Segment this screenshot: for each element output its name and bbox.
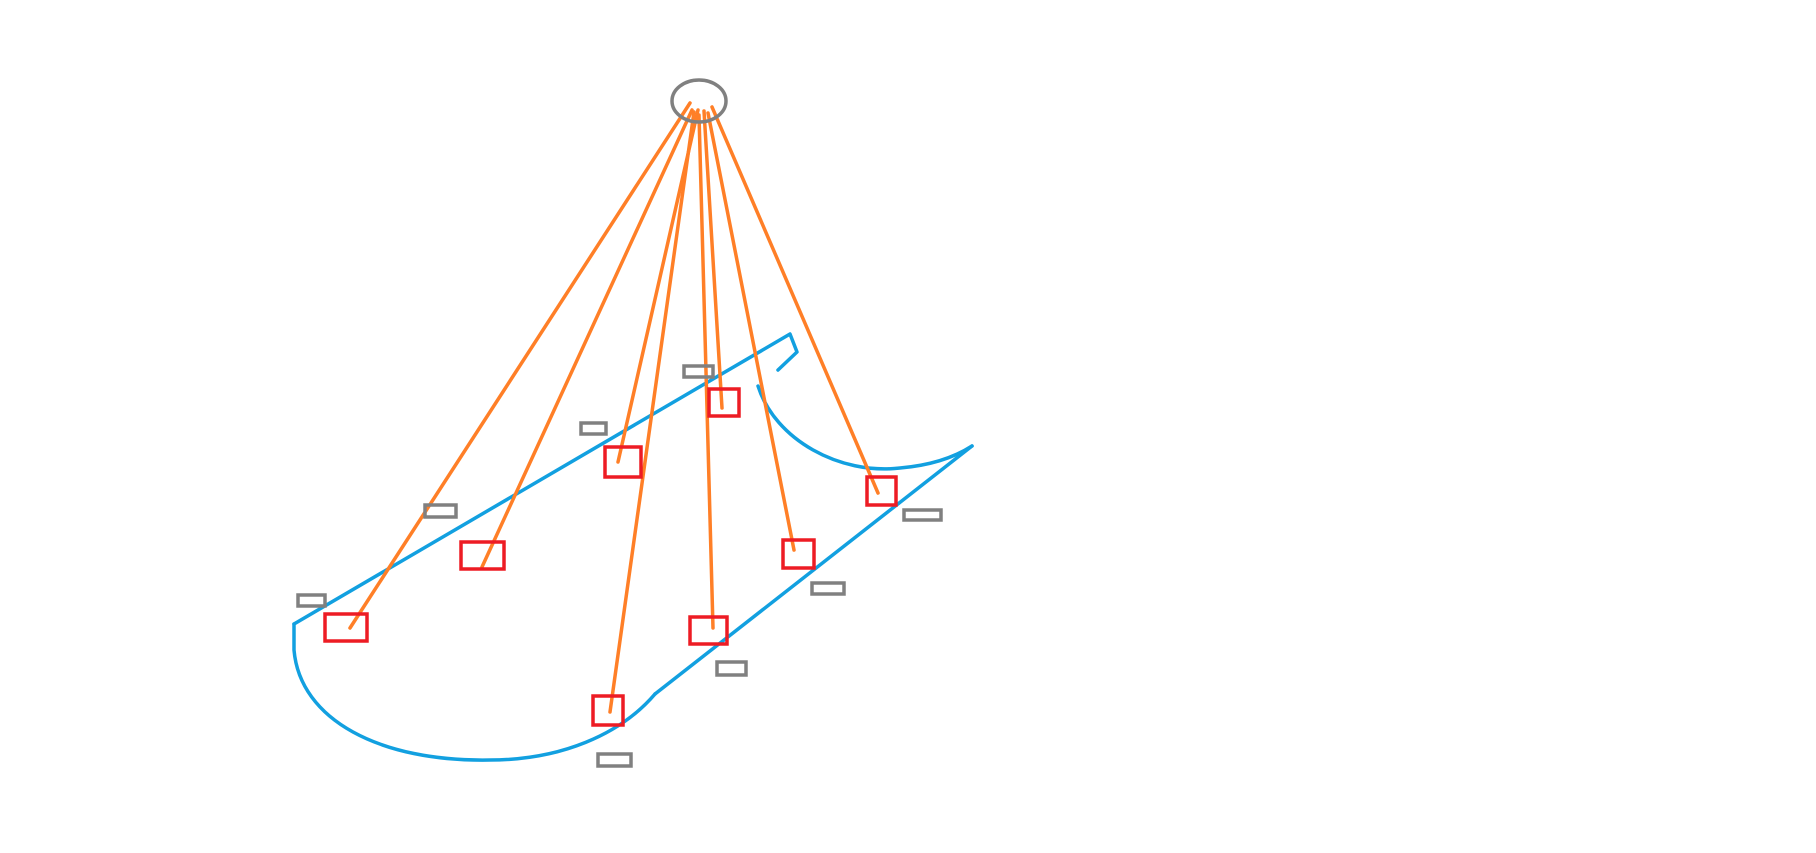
outline-main-top-edge bbox=[292, 332, 799, 626]
link-group bbox=[348, 101, 880, 714]
label-tag-box bbox=[715, 660, 748, 677]
hub-link-line bbox=[702, 109, 724, 410]
hub-ellipse bbox=[670, 78, 728, 124]
hub-link-line bbox=[706, 111, 796, 552]
label-tag-box bbox=[579, 421, 608, 436]
label-tag-box bbox=[810, 581, 846, 596]
label-tag-box bbox=[596, 752, 633, 768]
node-box bbox=[323, 612, 369, 643]
label-tag-box bbox=[682, 364, 715, 379]
outline-main-right-edge bbox=[653, 444, 974, 696]
node-box bbox=[591, 694, 625, 727]
node-box bbox=[688, 615, 729, 646]
node-box bbox=[781, 538, 816, 570]
hub-link-line bbox=[608, 110, 696, 714]
node-box bbox=[603, 445, 643, 479]
node-box bbox=[707, 387, 741, 418]
hub-link-line bbox=[697, 113, 715, 630]
label-tag-box bbox=[902, 508, 943, 522]
node-group bbox=[323, 387, 898, 727]
hub-link-line bbox=[348, 101, 692, 630]
hub-link-line bbox=[710, 105, 880, 495]
hub-link-line bbox=[480, 108, 694, 569]
outline-main-bottom-curve bbox=[292, 622, 657, 762]
label-tag-box bbox=[296, 593, 327, 608]
label-tag-box bbox=[423, 503, 458, 519]
node-box bbox=[459, 540, 506, 571]
node-box bbox=[865, 475, 898, 507]
outline-upper-arc bbox=[756, 384, 974, 471]
outline-group bbox=[292, 332, 974, 762]
tag-group bbox=[296, 364, 943, 768]
